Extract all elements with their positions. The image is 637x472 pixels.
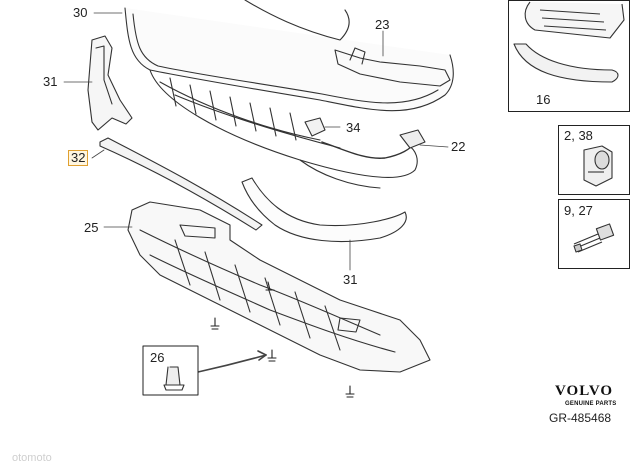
callout-25[interactable]: 25 xyxy=(84,220,99,235)
leader-lines xyxy=(63,12,449,373)
callout-31-bottom[interactable]: 31 xyxy=(343,272,358,287)
underbody-shield-part xyxy=(127,201,431,373)
volvo-logo: VOLVO xyxy=(555,383,614,399)
panel-2-38-label: 2, 38 xyxy=(564,128,593,143)
callout-23[interactable]: 23 xyxy=(375,17,390,32)
callout-31-left[interactable]: 31 xyxy=(43,74,58,89)
wiring-harness-part xyxy=(321,129,426,159)
clip-part xyxy=(304,117,326,137)
lower-trim-part xyxy=(241,177,407,243)
panel-9-27[interactable] xyxy=(558,199,630,269)
bumper-cover-part xyxy=(124,7,454,189)
callout-32[interactable]: 32 xyxy=(68,150,89,166)
push-clip-part xyxy=(163,366,185,391)
panel-16[interactable] xyxy=(508,0,630,112)
watermark: otomoto xyxy=(12,452,52,464)
diagram-code: GR-485468 xyxy=(549,411,612,425)
callout-34[interactable]: 34 xyxy=(346,120,361,135)
callout-30[interactable]: 30 xyxy=(73,5,88,20)
genuine-parts-label: GENUINE PARTS xyxy=(565,401,617,407)
side-trim-part xyxy=(87,35,133,131)
panel-16-label: 16 xyxy=(536,92,551,107)
fastener-markers xyxy=(210,281,355,398)
lower-strip-part xyxy=(99,137,263,231)
callout-22[interactable]: 22 xyxy=(451,139,466,154)
grille-bracket-part xyxy=(244,0,451,87)
callout-26[interactable]: 26 xyxy=(150,350,165,365)
panel-9-27-label: 9, 27 xyxy=(564,203,593,218)
